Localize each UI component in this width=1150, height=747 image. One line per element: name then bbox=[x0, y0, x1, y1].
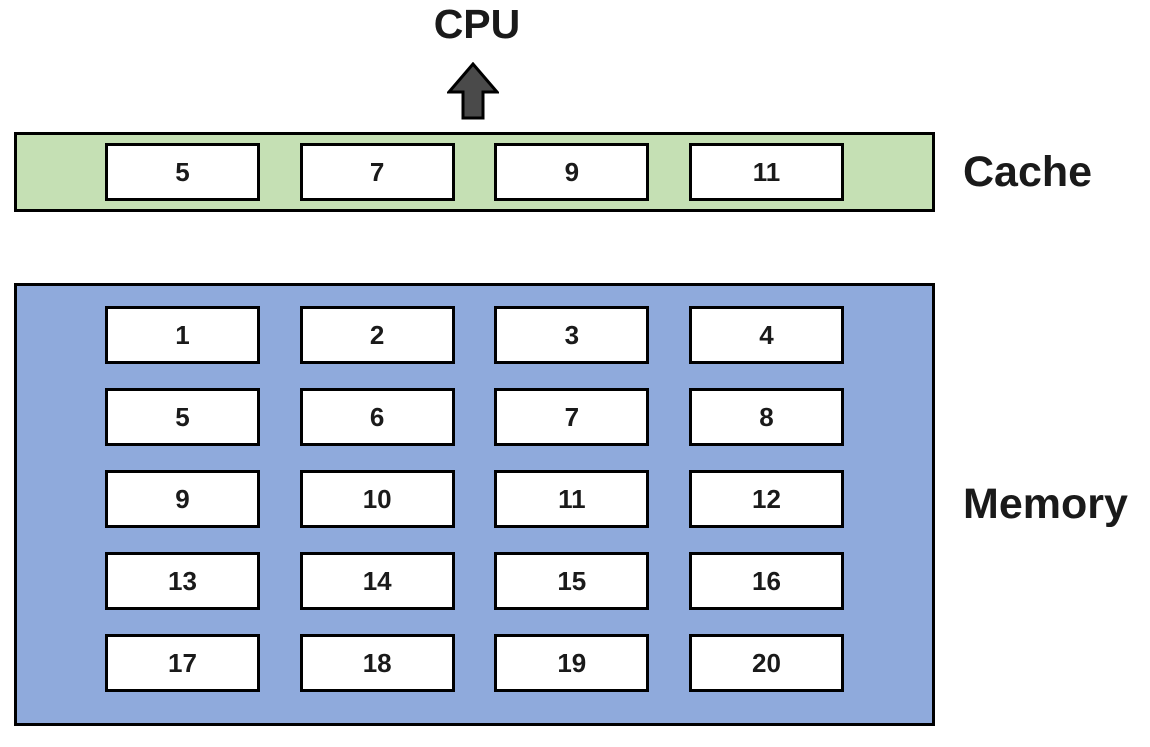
memory-cell: 10 bbox=[299, 470, 455, 528]
memory-cell: 12 bbox=[688, 470, 844, 528]
memory-box: 1 2 3 4 5 6 7 8 9 10 11 12 13 14 15 16 1… bbox=[14, 283, 935, 726]
memory-cell: 19 bbox=[494, 634, 650, 692]
memory-cell: 5 bbox=[105, 388, 260, 446]
up-arrow-icon bbox=[447, 62, 499, 120]
memory-cell: 17 bbox=[105, 634, 260, 692]
memory-cell: 14 bbox=[299, 552, 455, 610]
cache-cell: 9 bbox=[494, 143, 650, 201]
memory-cell: 11 bbox=[494, 470, 650, 528]
memory-label: Memory bbox=[963, 480, 1128, 528]
memory-cell: 20 bbox=[688, 634, 844, 692]
cache-cell: 7 bbox=[299, 143, 455, 201]
memory-cell: 13 bbox=[105, 552, 260, 610]
memory-cell: 9 bbox=[105, 470, 260, 528]
memory-cell: 2 bbox=[299, 306, 455, 364]
cache-label: Cache bbox=[963, 147, 1093, 196]
memory-cell: 3 bbox=[494, 306, 650, 364]
memory-cell: 16 bbox=[688, 552, 844, 610]
memory-cell: 15 bbox=[494, 552, 650, 610]
cache-box: 5 7 9 11 bbox=[14, 132, 935, 212]
cache-cell: 11 bbox=[688, 143, 844, 201]
memory-cell: 6 bbox=[299, 388, 455, 446]
memory-cell: 7 bbox=[494, 388, 650, 446]
cpu-label: CPU bbox=[433, 1, 521, 47]
memory-cell: 18 bbox=[299, 634, 455, 692]
cache-cell: 5 bbox=[105, 143, 260, 201]
memory-cell: 8 bbox=[688, 388, 844, 446]
memory-cell: 1 bbox=[105, 306, 260, 364]
memory-cell: 4 bbox=[688, 306, 844, 364]
